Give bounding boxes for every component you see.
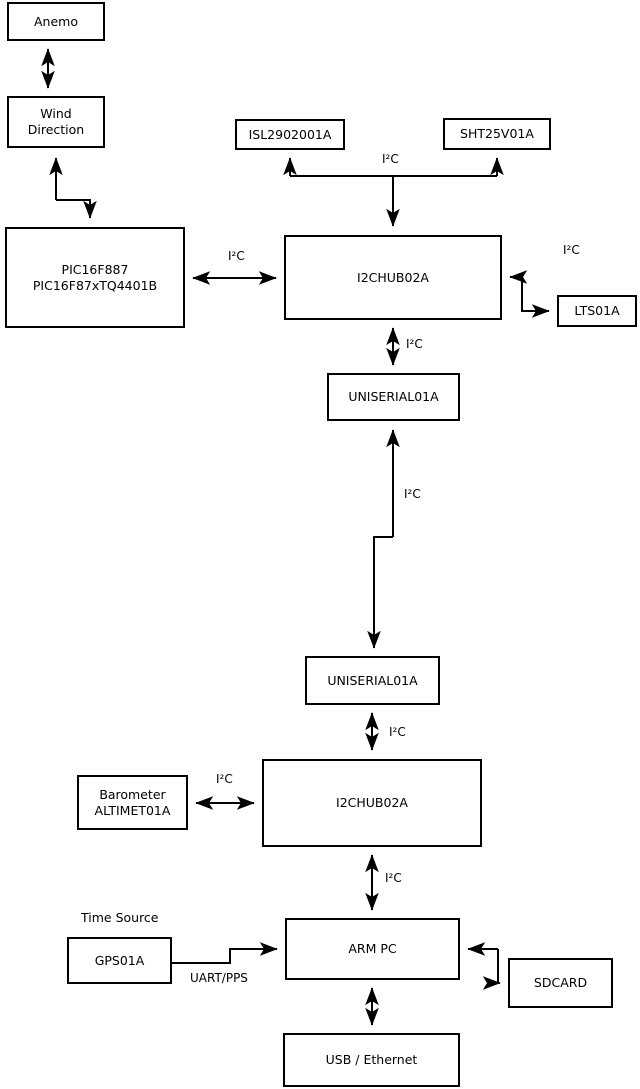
node-pic-mcu[interactable]: PIC16F887 PIC16F87xTQ4401B (5, 227, 185, 328)
node-barometer[interactable]: Barometer ALTIMET01A (77, 775, 188, 830)
node-usb-ethernet-label: USB / Ethernet (325, 1052, 418, 1068)
node-sdcard-label: SDCARD (533, 975, 588, 991)
node-i2chub02a-bottom-label: I2CHUB02A (336, 795, 408, 811)
node-barometer-label: Barometer ALTIMET01A (94, 786, 171, 818)
node-arm-pc[interactable]: ARM PC (285, 918, 460, 980)
edge-lts-hub-step (521, 277, 550, 318)
node-lts01a-label: LTS01A (574, 303, 620, 319)
node-pic-mcu-label: PIC16F887 PIC16F87xTQ4401B (32, 261, 158, 293)
node-sht25v01a-label: SHT25V01A (460, 126, 534, 142)
node-uniserial01a-top[interactable]: UNISERIAL01A (327, 373, 460, 421)
edge-label-i2c-pic-hub: I²C (228, 249, 245, 263)
node-wind-direction-label: Wind Direction (27, 106, 85, 137)
node-isl2902001a[interactable]: ISL2902001A (235, 119, 345, 150)
node-sht25v01a[interactable]: SHT25V01A (443, 118, 551, 150)
edge-label-i2c-top-bus: I²C (382, 152, 399, 166)
edge-armpc-sdcard (482, 949, 501, 990)
node-gps01a[interactable]: GPS01A (67, 937, 172, 984)
node-gps01a-label: GPS01A (94, 952, 145, 968)
edge-label-i2c-hub-lts: I²C (563, 243, 580, 257)
node-uniserial01a-bottom-label: UNISERIAL01A (327, 672, 418, 688)
label-time-source: Time Source (81, 910, 159, 925)
node-i2chub02a-top-label: I2CHUB02A (357, 269, 429, 285)
node-anemo[interactable]: Anemo (7, 2, 105, 41)
node-i2chub02a-top[interactable]: I2CHUB02A (284, 235, 502, 320)
edge-label-uart-pps: UART/PPS (190, 971, 248, 985)
node-lts01a[interactable]: LTS01A (557, 295, 637, 327)
edge-label-i2c-hub-armpc: I²C (385, 871, 402, 885)
edge-pic-wind-jog (56, 199, 97, 219)
edge-label-i2c-long-link: I²C (404, 487, 421, 501)
node-uniserial01a-top-label: UNISERIAL01A (348, 389, 439, 405)
node-anemo-label: Anemo (34, 13, 78, 29)
edge-label-i2c-uniserial-hub: I²C (389, 725, 406, 739)
node-sdcard[interactable]: SDCARD (508, 958, 613, 1008)
node-usb-ethernet[interactable]: USB / Ethernet (283, 1033, 460, 1087)
edge-label-i2c-baro-hub: I²C (216, 772, 233, 786)
edge-long-down (367, 536, 393, 649)
edge-gps-armpc (172, 942, 278, 964)
node-i2chub02a-bottom[interactable]: I2CHUB02A (262, 759, 482, 847)
node-wind-direction[interactable]: Wind Direction (7, 96, 105, 148)
node-isl2902001a-label: ISL2902001A (248, 126, 332, 142)
edge-label-i2c-hub-uniserial: I²C (406, 337, 423, 351)
node-uniserial01a-bottom[interactable]: UNISERIAL01A (305, 656, 440, 705)
node-arm-pc-label: ARM PC (348, 941, 397, 957)
